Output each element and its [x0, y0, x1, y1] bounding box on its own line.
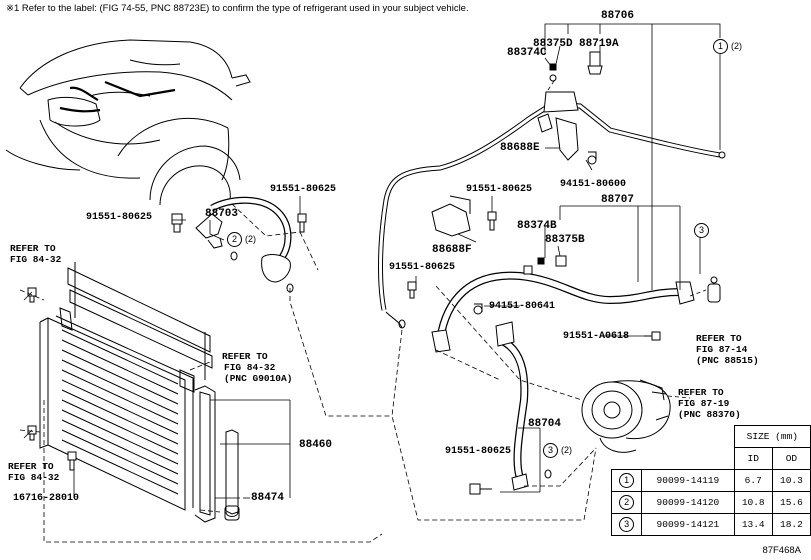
label-88707[interactable]: 88707 — [601, 194, 635, 206]
label-88374B[interactable]: 88374B — [517, 220, 557, 232]
label-88704[interactable]: 88704 — [528, 418, 562, 430]
oring-callout-3[interactable]: 3 — [694, 223, 709, 238]
vehicle-illustration — [5, 39, 251, 206]
label-88688F[interactable]: 88688F — [432, 244, 472, 256]
label-88706[interactable]: 88706 — [601, 10, 635, 22]
label-91551-80625-center[interactable]: 91551-80625 — [389, 262, 456, 273]
oring-qty-1: (2) — [731, 41, 742, 51]
bolts — [27, 211, 661, 495]
label-88719A[interactable]: 88719A — [579, 38, 619, 50]
label-91551-A0618[interactable]: 91551-A0618 — [563, 331, 630, 342]
oring-qty-2: (2) — [245, 234, 256, 244]
refer-line: FIG 84-32 — [224, 362, 276, 373]
oring-callout-2[interactable]: 2 — [227, 232, 242, 247]
refer-fig-84-32-upper[interactable]: REFER TO FIG 84-32 — [10, 243, 61, 265]
label-91551-80625-bottom[interactable]: 91551-80625 — [445, 446, 512, 457]
row-id: 13.4 — [733, 513, 773, 536]
refer-fig-84-32-lower[interactable]: REFER TO FIG 84-32 — [8, 461, 59, 483]
label-88375B[interactable]: 88375B — [545, 234, 585, 246]
label-88474[interactable]: 88474 — [251, 492, 285, 504]
row-id: 10.8 — [733, 491, 773, 514]
row-od: 18.2 — [771, 513, 811, 536]
row-part[interactable]: 90099-14119 — [641, 469, 735, 492]
oring-qty-3b: (2) — [561, 445, 572, 455]
refer-line: REFER TO — [678, 387, 724, 398]
label-88703[interactable]: 88703 — [205, 208, 239, 220]
oring-size-table: SIZE (mm) ID OD 1 90099-14119 6.7 10.3 2… — [610, 425, 811, 536]
size-header: SIZE (mm) — [733, 425, 811, 448]
label-91551-80625-top[interactable]: 91551-80625 — [270, 184, 337, 195]
refer-line: (PNC 88370) — [678, 409, 741, 420]
label-88375D[interactable]: 88375D — [533, 38, 573, 50]
refrigerant-note: ※1 Refer to the label: (FIG 74-55, PNC 8… — [6, 3, 469, 14]
hose-88707-illustration — [431, 195, 721, 353]
label-88374C[interactable]: 88374C — [507, 47, 547, 59]
tube-88706-illustration — [378, 51, 726, 329]
col-id: ID — [733, 447, 773, 470]
row-num: 1 — [619, 473, 635, 488]
row-num: 3 — [619, 517, 635, 532]
table-row: 1 90099-14119 6.7 10.3 — [610, 469, 811, 492]
refer-line: FIG 87-14 — [696, 344, 748, 355]
hose-88704-illustration — [495, 321, 552, 491]
refer-fig-84-32-g9010a[interactable]: REFER TO FIG 84-32 (PNC G9010A) — [222, 351, 292, 384]
oring-callout-1[interactable]: 1 — [713, 39, 728, 54]
label-88688E[interactable]: 88688E — [500, 142, 540, 154]
row-part[interactable]: 90099-14120 — [641, 491, 735, 514]
oring-callout-3b[interactable]: 3 — [543, 443, 558, 458]
refer-line: REFER TO — [10, 243, 56, 254]
figure-code: 87F468A — [762, 545, 801, 556]
label-94151-80600[interactable]: 94151-80600 — [560, 179, 627, 190]
table-row: 3 90099-14121 13.4 18.2 — [610, 513, 811, 536]
label-91551-80625-left[interactable]: 91551-80625 — [86, 212, 153, 223]
leader-lines — [19, 23, 721, 543]
refer-line: FIG 84-32 — [8, 472, 60, 483]
label-91551-80625-mid[interactable]: 91551-80625 — [466, 184, 533, 195]
refer-line: REFER TO — [8, 461, 54, 472]
refer-line: (PNC G9010A) — [224, 373, 293, 384]
hose-88703-illustration — [195, 196, 294, 293]
label-94151-80641[interactable]: 94151-80641 — [489, 301, 556, 312]
refer-line: (PNC 88515) — [696, 355, 759, 366]
col-od: OD — [771, 447, 811, 470]
condenser-illustration — [39, 262, 216, 523]
row-id: 6.7 — [733, 469, 773, 492]
table-row: 2 90099-14120 10.8 15.6 — [610, 491, 811, 514]
refer-fig-87-14[interactable]: REFER TO FIG 87-14 (PNC 88515) — [696, 333, 759, 366]
refer-line: FIG 84-32 — [10, 254, 62, 265]
compressor-illustration — [581, 379, 671, 453]
refer-fig-87-19[interactable]: REFER TO FIG 87-19 (PNC 88370) — [678, 387, 741, 420]
label-88460[interactable]: 88460 — [299, 439, 333, 451]
refer-line: REFER TO — [696, 333, 742, 344]
refer-line: FIG 87-19 — [678, 398, 730, 409]
row-num: 2 — [619, 495, 635, 510]
label-16716-28010[interactable]: 16716-28010 — [13, 493, 80, 504]
row-part[interactable]: 90099-14121 — [641, 513, 735, 536]
row-od: 10.3 — [771, 469, 811, 492]
dryer-illustration — [224, 429, 240, 521]
row-od: 15.6 — [771, 491, 811, 514]
refer-line: REFER TO — [222, 351, 268, 362]
